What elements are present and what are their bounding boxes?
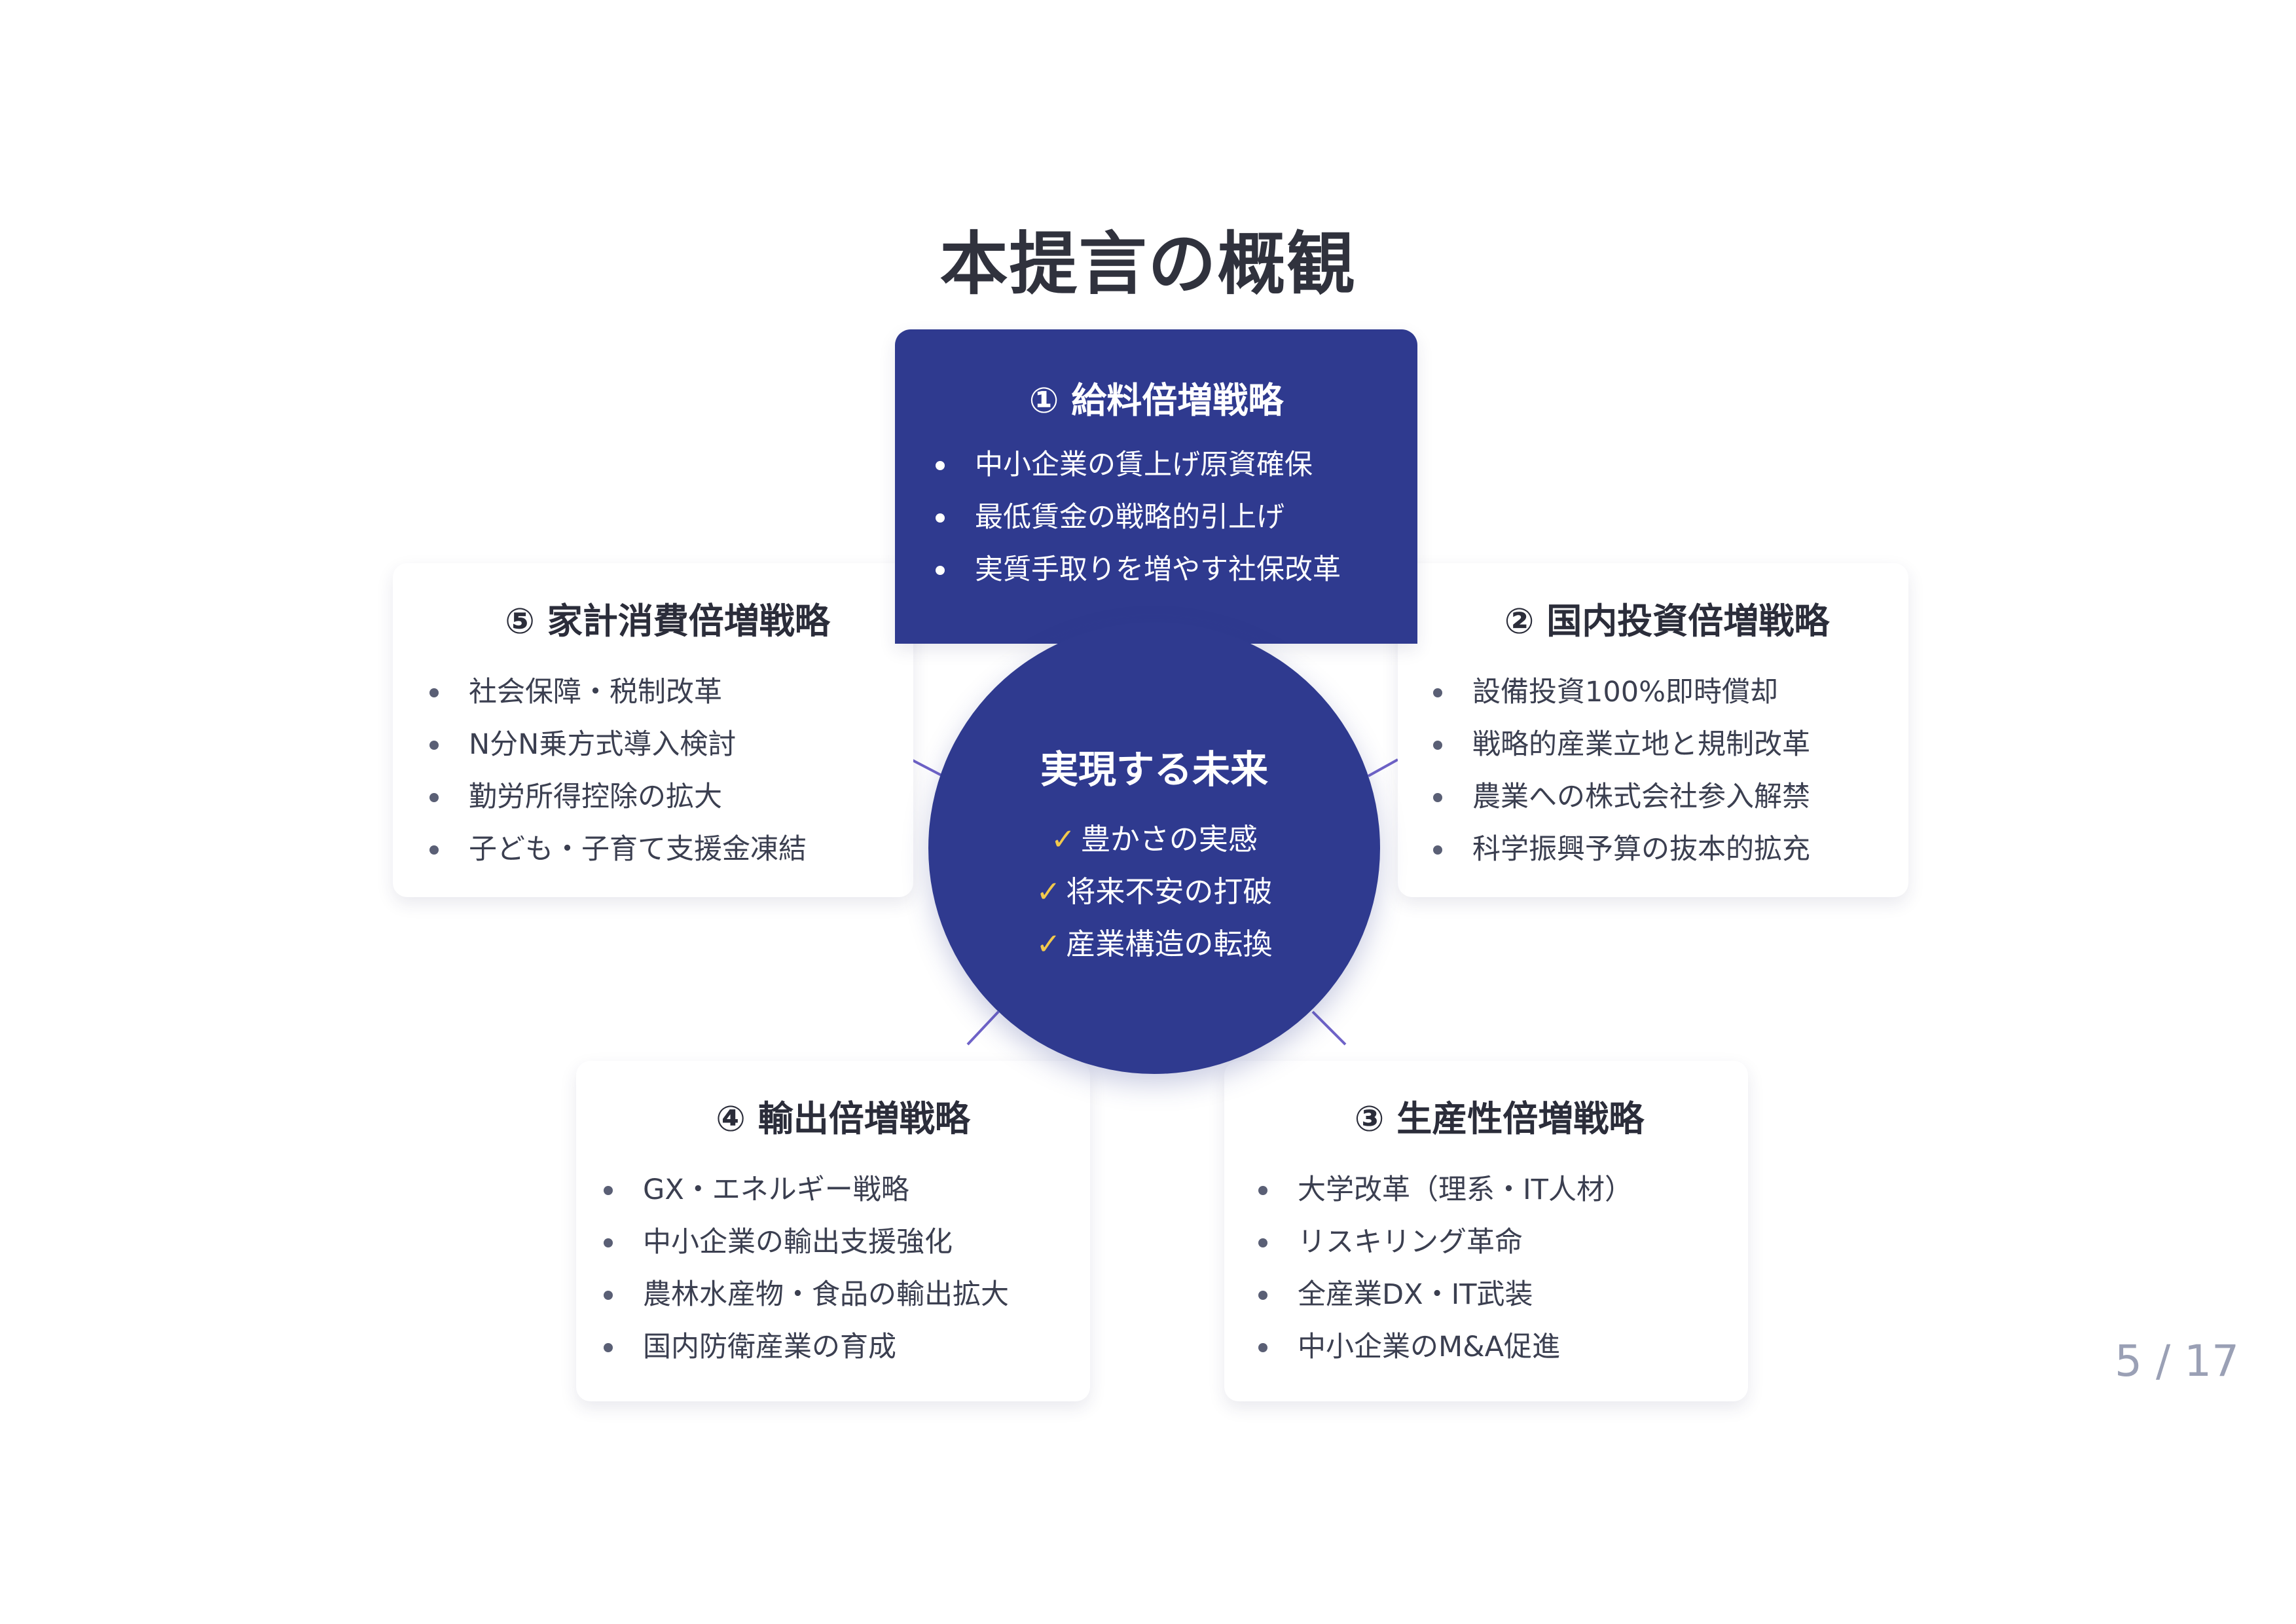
list-item: 全産業DX・IT武装 — [1250, 1268, 1748, 1321]
list-item: 中小企業の輸出支援強化 — [596, 1216, 1090, 1268]
center-title: 実現する未来 — [1040, 747, 1268, 792]
list-item: GX・エネルギー戦略 — [596, 1164, 1090, 1216]
center-item-label: 豊かさの実感 — [1080, 822, 1258, 857]
list-item: 中小企業の賃上げ原資確保 — [928, 439, 1417, 491]
check-icon: ✓ — [1036, 874, 1061, 909]
list-item: 実質手取りを増やす社保改革 — [928, 544, 1417, 596]
list-item: 農林水産物・食品の輸出拡大 — [596, 1268, 1090, 1321]
card-items: 設備投資100%即時償却 戦略的産業立地と規制改革 農業への株式会社参入解禁 科… — [1425, 666, 1908, 876]
list-item: ✓将来不安の打破 — [928, 866, 1380, 918]
card-productivity: ③ 生産性倍増戦略 大学改革（理系・IT人材） リスキリング革命 全産業DX・I… — [1224, 1061, 1748, 1401]
list-item: 大学改革（理系・IT人材） — [1250, 1164, 1748, 1216]
center-items: ✓豊かさの実感 ✓将来不安の打破 ✓産業構造の転換 — [928, 813, 1380, 970]
card-title: ② 国内投資倍増戦略 — [1504, 600, 1830, 642]
card-title: ④ 輸出倍増戦略 — [716, 1098, 970, 1139]
list-item: ✓豊かさの実感 — [928, 813, 1380, 866]
card-title: ① 給料倍増戦略 — [1029, 380, 1284, 421]
list-item: ✓産業構造の転換 — [928, 918, 1380, 970]
list-item: 勤労所得控除の拡大 — [422, 771, 913, 823]
list-item: リスキリング革命 — [1250, 1216, 1748, 1268]
connector-bottom-right — [1311, 1010, 1347, 1046]
card-items: 中小企業の賃上げ原資確保 最低賃金の戦略的引上げ 実質手取りを増やす社保改革 — [928, 439, 1417, 596]
card-title: ③ 生産性倍増戦略 — [1354, 1098, 1645, 1139]
center-item-label: 将来不安の打破 — [1066, 874, 1273, 909]
card-items: 大学改革（理系・IT人材） リスキリング革命 全産業DX・IT武装 中小企業のM… — [1250, 1164, 1748, 1373]
center-future-circle: 実現する未来 ✓豊かさの実感 ✓将来不安の打破 ✓産業構造の転換 — [928, 622, 1380, 1074]
list-item: 最低賃金の戦略的引上げ — [928, 491, 1417, 544]
connector-left — [911, 758, 943, 777]
center-item-label: 産業構造の転換 — [1066, 927, 1273, 961]
list-item: 科学振興予算の抜本的拡充 — [1425, 823, 1908, 876]
list-item: N分N乗方式導入検討 — [422, 718, 913, 771]
list-item: 社会保障・税制改革 — [422, 666, 913, 718]
connector-bottom-left — [966, 1010, 1000, 1046]
check-icon: ✓ — [1051, 822, 1076, 857]
list-item: 戦略的産業立地と規制改革 — [1425, 718, 1908, 771]
check-icon: ✓ — [1036, 927, 1061, 961]
card-salary: ① 給料倍増戦略 中小企業の賃上げ原資確保 最低賃金の戦略的引上げ 実質手取りを… — [895, 329, 1417, 644]
list-item: 設備投資100%即時償却 — [1425, 666, 1908, 718]
list-item: 農業への株式会社参入解禁 — [1425, 771, 1908, 823]
page-title: 本提言の概観 — [939, 224, 1357, 304]
connector-right — [1368, 758, 1398, 777]
card-domestic-investment: ② 国内投資倍増戦略 設備投資100%即時償却 戦略的産業立地と規制改革 農業へ… — [1398, 563, 1908, 897]
list-item: 子ども・子育て支援金凍結 — [422, 823, 913, 876]
list-item: 国内防衛産業の育成 — [596, 1321, 1090, 1373]
card-export: ④ 輸出倍増戦略 GX・エネルギー戦略 中小企業の輸出支援強化 農林水産物・食品… — [576, 1061, 1090, 1401]
card-title: ⑤ 家計消費倍増戦略 — [505, 600, 830, 642]
card-household-consumption: ⑤ 家計消費倍増戦略 社会保障・税制改革 N分N乗方式導入検討 勤労所得控除の拡… — [393, 563, 913, 897]
list-item: 中小企業のM&A促進 — [1250, 1321, 1748, 1373]
card-items: 社会保障・税制改革 N分N乗方式導入検討 勤労所得控除の拡大 子ども・子育て支援… — [422, 666, 913, 876]
card-items: GX・エネルギー戦略 中小企業の輸出支援強化 農林水産物・食品の輸出拡大 国内防… — [596, 1164, 1090, 1373]
page-number: 5 / 17 — [2115, 1336, 2240, 1386]
